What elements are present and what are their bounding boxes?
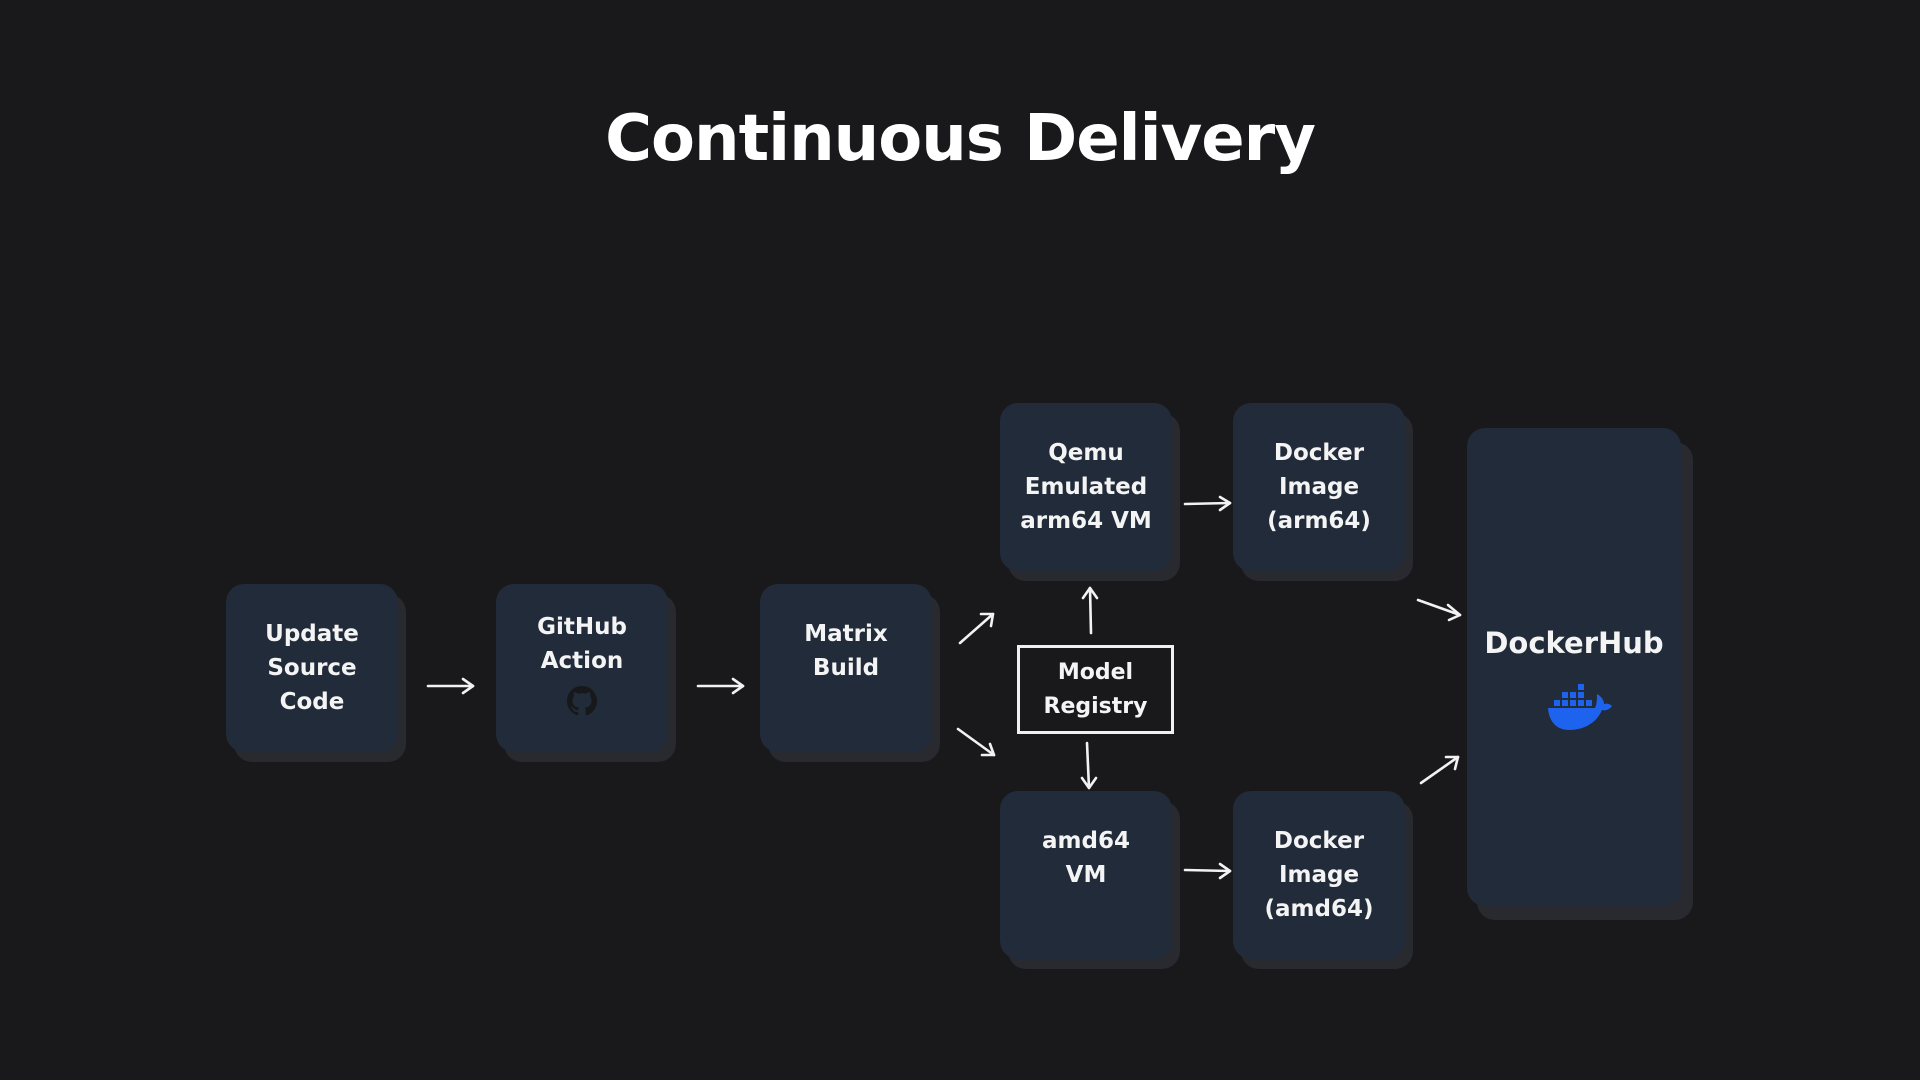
node-label: Qemu Emulated arm64 VM bbox=[1020, 440, 1152, 534]
node-dockerhub: DockerHub bbox=[1467, 428, 1693, 920]
node-label: amd64 VM bbox=[1042, 828, 1130, 888]
arrow-docker-arm64-to-dockerhub bbox=[1416, 598, 1462, 622]
node-update-source-code: Update Source Code bbox=[226, 584, 406, 762]
model-registry-box: Model Registry bbox=[1017, 645, 1174, 734]
arrow-matrix-to-qemu bbox=[958, 612, 995, 645]
node-github-action: GitHub Action bbox=[496, 584, 676, 762]
node-matrix-build: Matrix Build bbox=[760, 584, 940, 762]
node-docker-image-arm64: Docker Image (arm64) bbox=[1233, 403, 1413, 581]
arrow-matrix-to-amd64 bbox=[956, 727, 996, 757]
arrow-github-to-matrix bbox=[696, 677, 745, 695]
node-label: Docker Image (amd64) bbox=[1264, 828, 1374, 922]
node-label: Docker Image (arm64) bbox=[1267, 440, 1371, 534]
node-qemu-arm64-vm: Qemu Emulated arm64 VM bbox=[1000, 403, 1180, 581]
docker-whale-icon bbox=[1548, 684, 1612, 730]
node-label: Update Source Code bbox=[265, 621, 359, 715]
arrow-registry-to-qemu bbox=[1081, 586, 1099, 635]
arrow-qemu-to-docker-arm64 bbox=[1183, 495, 1232, 512]
node-label: GitHub Action bbox=[537, 614, 627, 674]
arrow-registry-to-amd64 bbox=[1080, 741, 1098, 790]
model-registry-label: Model Registry bbox=[1043, 659, 1148, 719]
arrow-docker-amd64-to-dockerhub bbox=[1419, 755, 1460, 785]
arrow-update-to-github bbox=[426, 677, 475, 695]
github-icon bbox=[567, 686, 597, 716]
node-label: Matrix Build bbox=[804, 621, 888, 681]
arrow-amd64-to-docker-amd64 bbox=[1183, 862, 1232, 880]
node-label: DockerHub bbox=[1484, 626, 1664, 660]
diagram-title: Continuous Delivery bbox=[605, 102, 1316, 176]
node-amd64-vm: amd64 VM bbox=[1000, 791, 1180, 969]
node-docker-image-amd64: Docker Image (amd64) bbox=[1233, 791, 1413, 969]
